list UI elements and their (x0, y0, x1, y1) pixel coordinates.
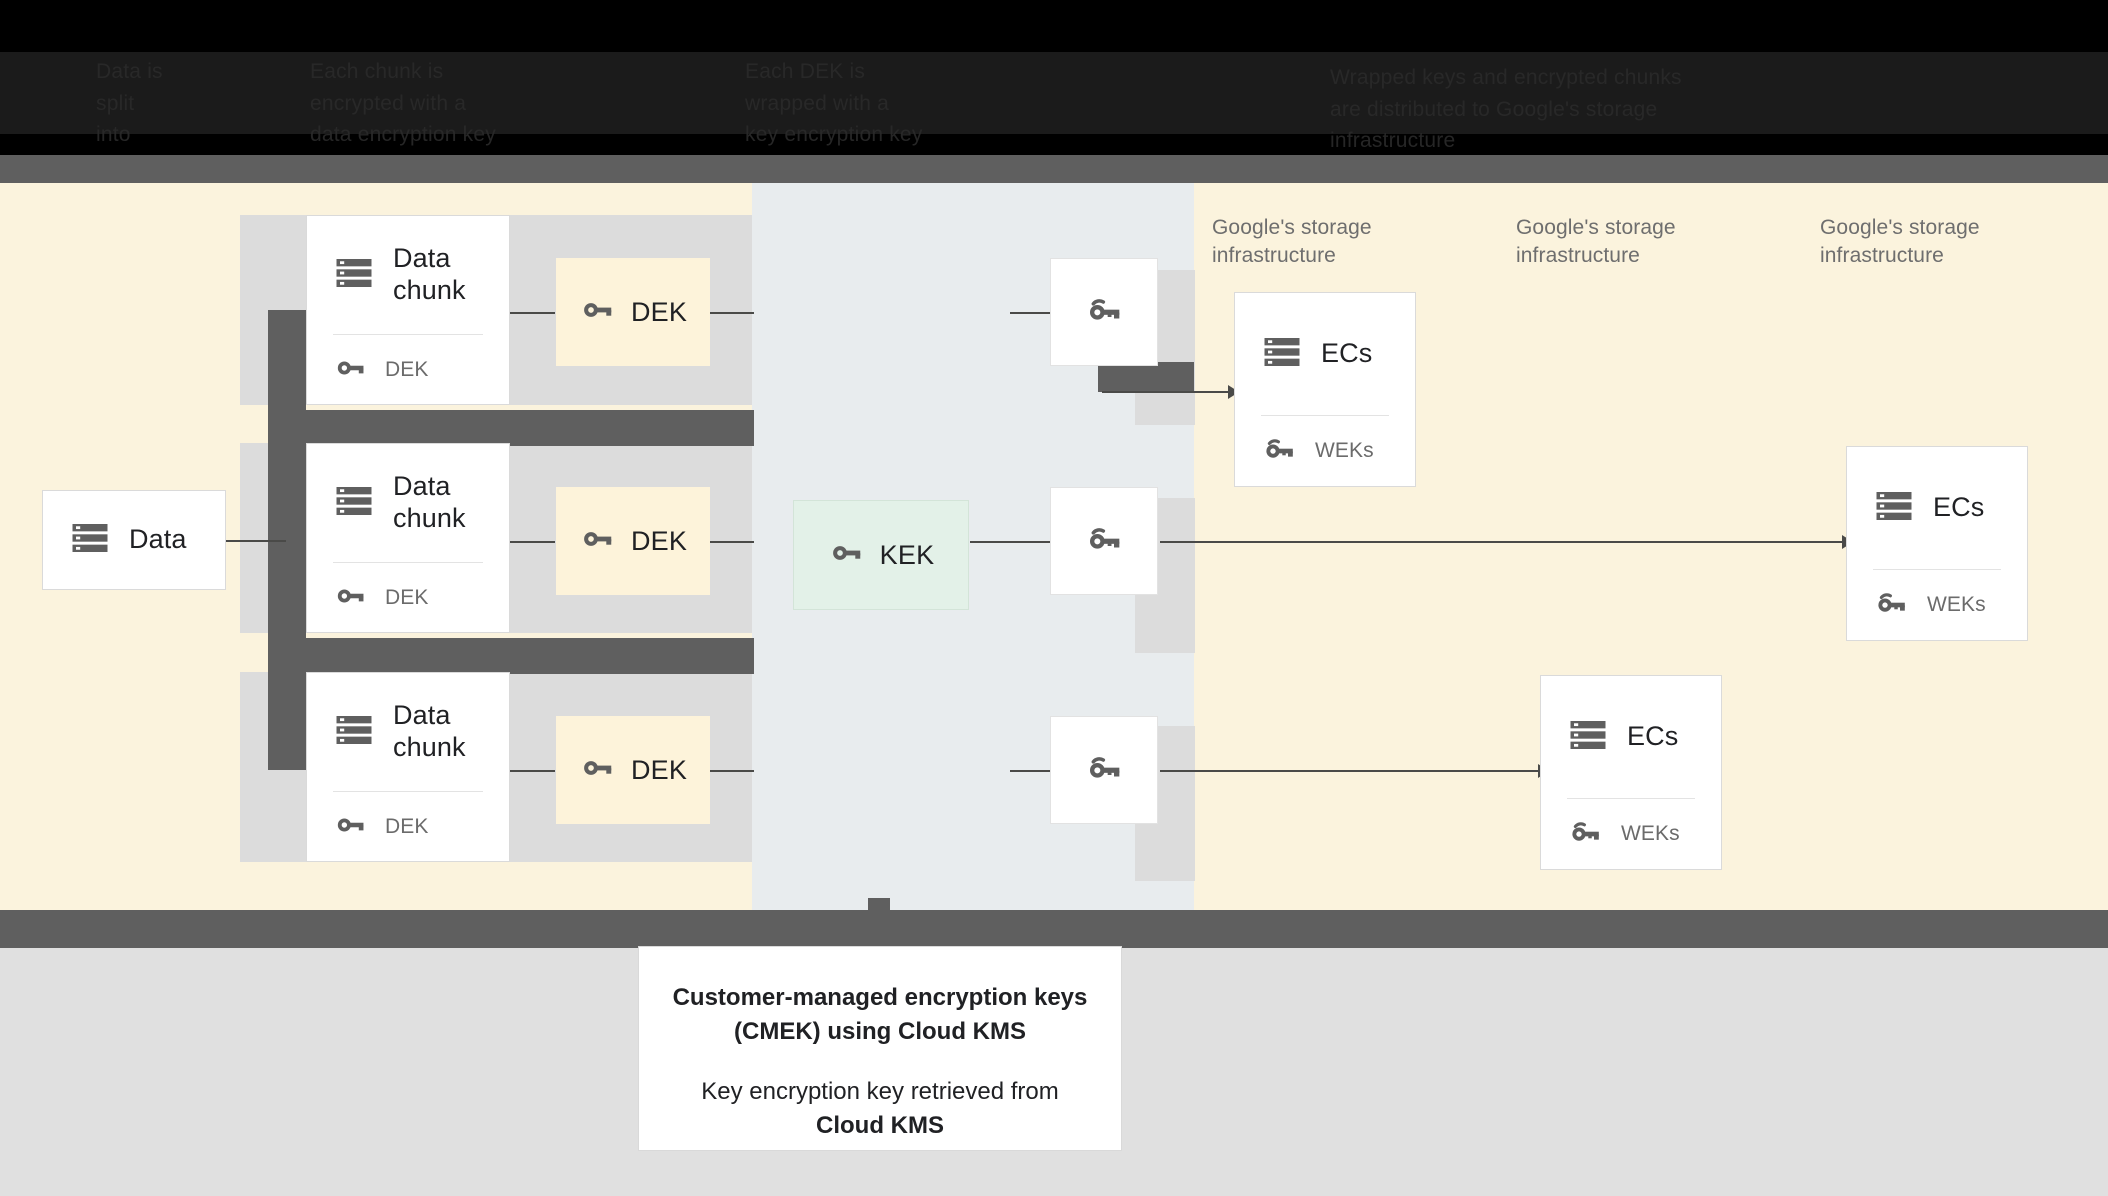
dek-chip-3[interactable]: DEK (556, 716, 710, 824)
wrapped-key-icon (1084, 290, 1124, 335)
obscured-legend-band (0, 52, 2108, 134)
data-source-card[interactable]: Data (42, 490, 226, 590)
server-stack-icon (1261, 331, 1303, 378)
server-stack-icon (1567, 714, 1609, 761)
server-stack-icon (69, 517, 111, 564)
upper-divider-band (0, 155, 2108, 183)
occlusion-bar-2 (268, 638, 754, 674)
data-chunk-card-2[interactable]: Data chunk DEK (306, 443, 510, 633)
server-stack-icon (333, 709, 375, 756)
storage-heading-1: Google's storage infrastructure (1212, 216, 1372, 268)
dek-chip-label: DEK (630, 754, 688, 785)
kek-chip[interactable]: KEK (793, 500, 969, 610)
ec-card-key-label: WEKs (1315, 439, 1374, 462)
line-wek3-to-ec3 (1160, 770, 1540, 772)
dek-chip-label: DEK (630, 296, 688, 327)
ec-card-key-label: WEKs (1927, 593, 1986, 616)
lower-divider-band (0, 910, 2108, 948)
ec-card-3[interactable]: ECs WEKs (1540, 675, 1722, 870)
data-source-label: Data (129, 524, 187, 555)
line-chunk2-to-dek2 (510, 541, 555, 543)
data-chunk-key-label: DEK (385, 586, 429, 609)
dek-chip-label: DEK (630, 525, 688, 556)
wrapped-key-icon (1873, 585, 1909, 626)
occlusion-bar-3 (1098, 362, 1194, 392)
card-divider (1261, 415, 1389, 416)
legend-text-3: Each DEK is wrapped with a key encryptio… (745, 60, 923, 146)
data-chunk-label: Data chunk (393, 700, 466, 762)
card-divider (1567, 798, 1695, 799)
card-divider (1873, 569, 2001, 570)
server-stack-icon (333, 252, 375, 299)
key-icon (828, 535, 864, 576)
server-stack-icon (333, 480, 375, 527)
key-icon (579, 521, 615, 562)
arrow-wek1-to-ec1 (1228, 385, 1239, 399)
caption-body-strong: Cloud KMS (816, 1112, 944, 1140)
occlusion-bar-4 (868, 898, 890, 922)
ec-card-2[interactable]: ECs WEKs (1846, 446, 2028, 641)
wrapped-key-box-2[interactable] (1050, 487, 1158, 595)
caption-headline: Customer-managed encryption keys (CMEK) … (672, 984, 1088, 1046)
line-dek2-to-kms (710, 541, 754, 543)
dek-chip-2[interactable]: DEK (556, 487, 710, 595)
line-wek2-to-ec2 (1160, 541, 1844, 543)
server-stack-icon (1873, 485, 1915, 532)
key-icon (579, 292, 615, 333)
data-chunk-label: Data chunk (393, 471, 466, 533)
card-divider (333, 334, 483, 335)
key-icon (333, 808, 367, 847)
data-chunk-label: Data chunk (393, 243, 466, 305)
line-to-wek1 (1010, 312, 1050, 314)
key-icon (579, 750, 615, 791)
legend-text-2: Each chunk is encrypted with a data encr… (310, 60, 496, 146)
caption-box: Customer-managed encryption keys (CMEK) … (638, 946, 1122, 1151)
storage-heading-2: Google's storage infrastructure (1516, 216, 1676, 268)
wrapped-key-icon (1261, 431, 1297, 472)
ec-card-label: ECs (1627, 721, 1679, 752)
card-divider (333, 562, 483, 563)
line-wek1-to-ec1 (1102, 391, 1230, 393)
caption-body: Key encryption key retrieved from Cloud … (669, 1075, 1091, 1143)
data-chunk-key-label: DEK (385, 358, 429, 381)
line-chunk3-to-dek3 (510, 770, 555, 772)
caption-body-prefix: Key encryption key retrieved from (701, 1078, 1059, 1106)
wrapped-key-box-1[interactable] (1050, 258, 1158, 366)
line-dek3-to-kms (710, 770, 754, 772)
data-chunk-card-3[interactable]: Data chunk DEK (306, 672, 510, 862)
line-dek1-to-kms (710, 312, 754, 314)
kek-chip-label: KEK (879, 539, 935, 570)
wrapped-key-icon (1084, 519, 1124, 564)
line-kek-to-wek2 (970, 541, 1050, 543)
ec-card-1[interactable]: ECs WEKs (1234, 292, 1416, 487)
storage-heading-3: Google's storage infrastructure (1820, 216, 1980, 268)
line-chunk1-to-dek1 (510, 312, 555, 314)
wrapped-key-box-3[interactable] (1050, 716, 1158, 824)
key-icon (333, 351, 367, 390)
wrapped-key-icon (1084, 748, 1124, 793)
data-chunk-key-label: DEK (385, 815, 429, 838)
occlusion-bar-1 (268, 410, 754, 446)
wrapped-key-icon (1567, 814, 1603, 855)
dek-chip-1[interactable]: DEK (556, 258, 710, 366)
card-divider (333, 791, 483, 792)
ec-card-label: ECs (1933, 492, 1985, 523)
ec-card-label: ECs (1321, 338, 1373, 369)
legend-text-4: Wrapped keys and encrypted chunks are di… (1330, 66, 1682, 152)
line-to-wek3 (1010, 770, 1050, 772)
data-chunk-card-1[interactable]: Data chunk DEK (306, 215, 510, 405)
ec-card-key-label: WEKs (1621, 822, 1680, 845)
key-icon (333, 579, 367, 618)
line-data-to-chunks (226, 540, 286, 542)
